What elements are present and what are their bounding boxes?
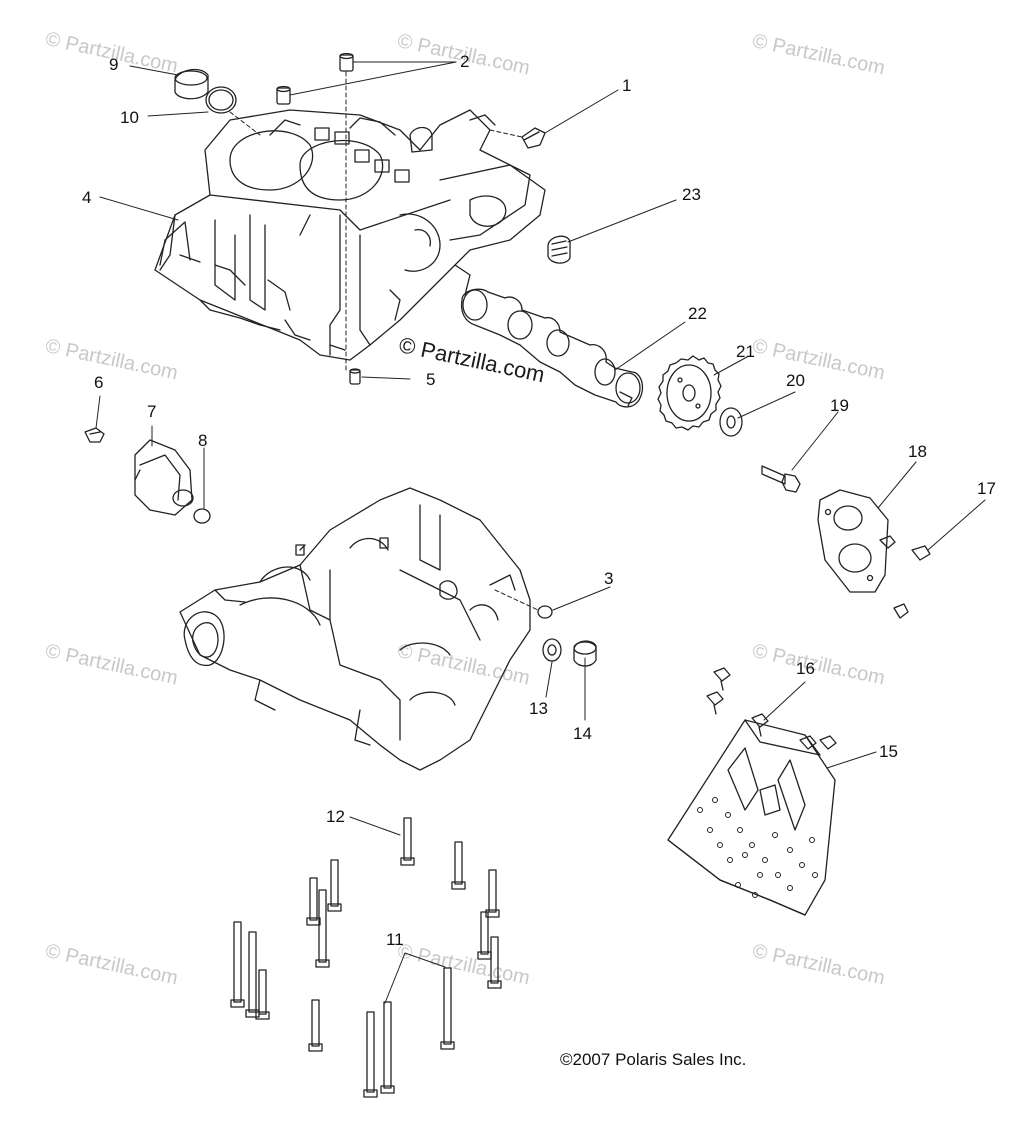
camshaft <box>460 288 644 408</box>
crankcase-bolts <box>230 817 502 1098</box>
leader-lines <box>95 61 986 1004</box>
washer <box>719 407 743 437</box>
fitting-1 <box>489 127 546 149</box>
callout-18: 18 <box>908 442 927 461</box>
callout-6: 6 <box>94 373 104 392</box>
cam-gear <box>657 355 722 431</box>
dowel-pins <box>276 52 361 385</box>
callout-10: 10 <box>120 108 139 127</box>
callout-4: 4 <box>82 188 92 207</box>
small-o-ring <box>494 589 553 619</box>
callout-3: 3 <box>604 569 614 588</box>
callout-17: 17 <box>977 479 996 498</box>
drain-washer-and-plug <box>542 638 597 667</box>
cam-bolt <box>761 465 801 493</box>
sensor <box>134 439 194 516</box>
skid-plate <box>667 719 836 916</box>
sensor-bolt <box>84 427 105 443</box>
callout-9: 9 <box>109 55 119 74</box>
callout-16: 16 <box>796 659 815 678</box>
cover-plate <box>817 489 889 593</box>
callout-8: 8 <box>198 431 208 450</box>
callout-13: 13 <box>529 699 548 718</box>
callout-19: 19 <box>830 396 849 415</box>
callout-11: 11 <box>386 930 404 949</box>
callout-5: 5 <box>426 370 436 389</box>
callout-7: 7 <box>147 402 157 421</box>
skid-plate-bolts <box>706 667 837 750</box>
upper-crankcase <box>154 109 546 361</box>
o-ring <box>193 508 211 524</box>
callout-22: 22 <box>688 304 707 323</box>
copyright-notice: ©2007 Polaris Sales Inc. <box>560 1050 747 1069</box>
callout-12: 12 <box>326 807 345 826</box>
callout-15: 15 <box>879 742 898 761</box>
callout-23: 23 <box>682 185 701 204</box>
skid-plate-holes <box>697 797 818 898</box>
lower-crankcase <box>179 487 531 771</box>
fitting-23 <box>547 235 571 264</box>
plate-screws <box>879 535 931 619</box>
callout-20: 20 <box>786 371 805 390</box>
callout-2: 2 <box>460 52 470 71</box>
callout-14: 14 <box>573 724 592 743</box>
seal-and-ring <box>174 68 261 136</box>
callout-1: 1 <box>622 76 632 95</box>
callout-21: 21 <box>736 342 755 361</box>
